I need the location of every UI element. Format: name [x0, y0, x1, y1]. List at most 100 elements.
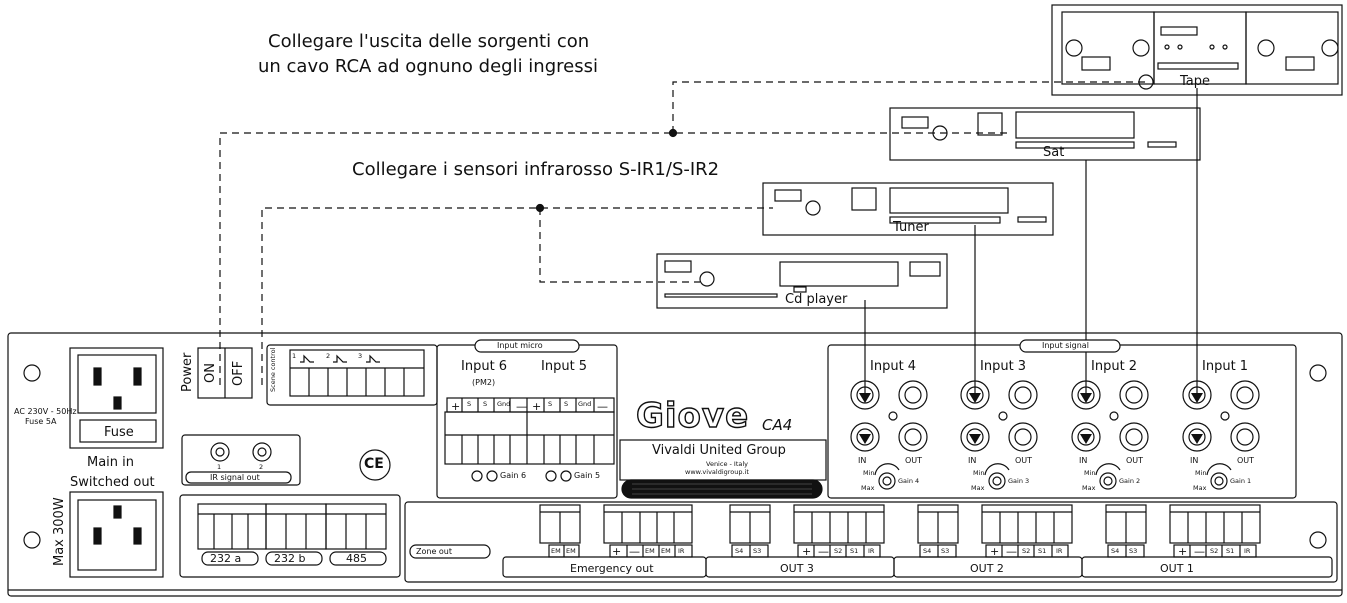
ce-mark: CE	[364, 456, 384, 472]
company-label: Vivaldi United Group	[652, 443, 786, 458]
input-signal-block	[827, 339, 1297, 499]
rca-jack-ring	[1119, 422, 1149, 452]
rca-jack-ring	[898, 422, 928, 452]
gain-knob-center	[882, 476, 892, 486]
ac-spec: AC 230V - 50Hz	[14, 407, 77, 416]
brand-logo: Giove	[635, 396, 750, 436]
gain-max-label: Max	[971, 484, 985, 492]
out-pin-label: S1	[850, 547, 859, 555]
ir-signal-out-block	[181, 434, 301, 486]
rca-jack-inner	[1188, 386, 1206, 404]
em-pin2-label: EM	[645, 547, 655, 555]
emergency-out-label: Emergency out	[570, 562, 654, 575]
rca-jack-inner	[904, 386, 922, 404]
out-pin-label: S2	[834, 547, 843, 555]
in-label: IN	[968, 456, 977, 465]
rca-jack-inner	[1125, 386, 1143, 404]
out-label: OUT	[1015, 456, 1033, 465]
gain-knob-arc	[984, 463, 1010, 476]
ir-number-1: 1	[217, 463, 222, 471]
out3-label: OUT 3	[780, 562, 814, 575]
gain-knob	[1099, 472, 1117, 490]
gain-knob	[878, 472, 896, 490]
rca-jack-ring	[1008, 422, 1038, 452]
gain-max-label: Max	[861, 484, 875, 492]
switched-out-socket	[69, 491, 164, 578]
rca-jack-inner	[966, 428, 984, 446]
rca-jack-ring	[1119, 380, 1149, 410]
out-pin-label: +	[802, 545, 812, 558]
em-pin-label: EM	[551, 547, 561, 555]
gain-knob-arc	[874, 463, 900, 476]
gain-knob-center	[1103, 476, 1113, 486]
mic-pin-label: +	[532, 400, 542, 413]
rca-jack-ring	[1182, 422, 1212, 452]
em-pin2-label: —	[629, 545, 640, 558]
gain6-label: Gain 6	[500, 471, 527, 480]
mic-pin-label: S	[467, 400, 472, 408]
out-pin-label: S1	[1038, 547, 1047, 555]
gain-max-label: Max	[1193, 484, 1207, 492]
signal-input-label: Input 3	[980, 359, 1027, 374]
out-pin-label: S2	[1210, 547, 1219, 555]
mic-pin-label: Gnd	[578, 400, 592, 408]
gain-min-label: Min	[1195, 469, 1207, 477]
rca-instruction-line1: Collegare l'uscita delle sorgenti con	[268, 31, 590, 52]
mic-pin-label: —	[516, 400, 527, 413]
signal-led	[1220, 411, 1230, 421]
amplifier-panel	[7, 332, 1343, 597]
max-power-label: Max 300W	[52, 497, 67, 566]
out-pin-label: —	[1006, 545, 1017, 558]
em-pin2-label: +	[612, 545, 622, 558]
out-pin-label: IR	[868, 547, 875, 555]
serial-ports-block	[179, 494, 401, 578]
port-485: 485	[346, 552, 367, 565]
signal-input-label: Input 1	[1202, 359, 1249, 374]
out-pin-label: S2	[1022, 547, 1031, 555]
power-switch	[197, 347, 253, 399]
input-micro-block	[436, 339, 618, 499]
cd-player-device	[656, 253, 948, 309]
gain-knob-center	[992, 476, 1002, 486]
location-label: Venice - Italy	[706, 460, 749, 468]
signal-input-label: Input 2	[1091, 359, 1138, 374]
ir-instruction: Collegare i sensori infrarosso S-IR1/S-I…	[352, 159, 720, 180]
rca-jack-ring	[850, 380, 880, 410]
mic-pin-label: S	[564, 400, 569, 408]
tuner-label: Tuner	[893, 220, 929, 235]
fuse-label: Fuse	[104, 425, 134, 440]
gain-knob-arc	[1206, 463, 1232, 476]
rca-jack-ring	[1230, 380, 1260, 410]
brand-box	[619, 439, 827, 499]
model-label: CA4	[762, 416, 793, 434]
signal-led	[998, 411, 1008, 421]
gain-knob	[988, 472, 1006, 490]
output-blocks	[404, 501, 1338, 583]
power-label: Power	[180, 352, 195, 392]
scene-control-label: Scene control	[269, 347, 277, 392]
rca-jack-inner	[1014, 428, 1032, 446]
s-pin-label: S4	[923, 547, 932, 555]
gain-max-label: Max	[1082, 484, 1096, 492]
gain-label: Gain 1	[1230, 477, 1252, 485]
input-micro-label: Input micro	[497, 341, 543, 350]
s-pin-label: S4	[735, 547, 744, 555]
main-in-socket	[69, 347, 164, 449]
sat-device	[889, 107, 1201, 161]
sat-label: Sat	[1043, 145, 1065, 160]
zone-out-label: Zone out	[416, 547, 453, 556]
out1-label: OUT 1	[1160, 562, 1194, 575]
gain5-label: Gain 5	[574, 471, 601, 480]
in-label: IN	[1079, 456, 1088, 465]
ir-signal-out-label: IR signal out	[210, 473, 260, 482]
ir-number-2: 2	[259, 463, 264, 471]
gain-label: Gain 2	[1119, 477, 1141, 485]
tape-device	[1051, 4, 1343, 96]
out-label: OUT	[1126, 456, 1144, 465]
out-pin-label: +	[990, 545, 1000, 558]
rca-dashed-cable	[219, 81, 1146, 385]
rca-jack-inner	[1188, 428, 1206, 446]
cable-arrow-heads	[859, 393, 1203, 444]
mic-pin-label: +	[451, 400, 461, 413]
signal-led	[1109, 411, 1119, 421]
